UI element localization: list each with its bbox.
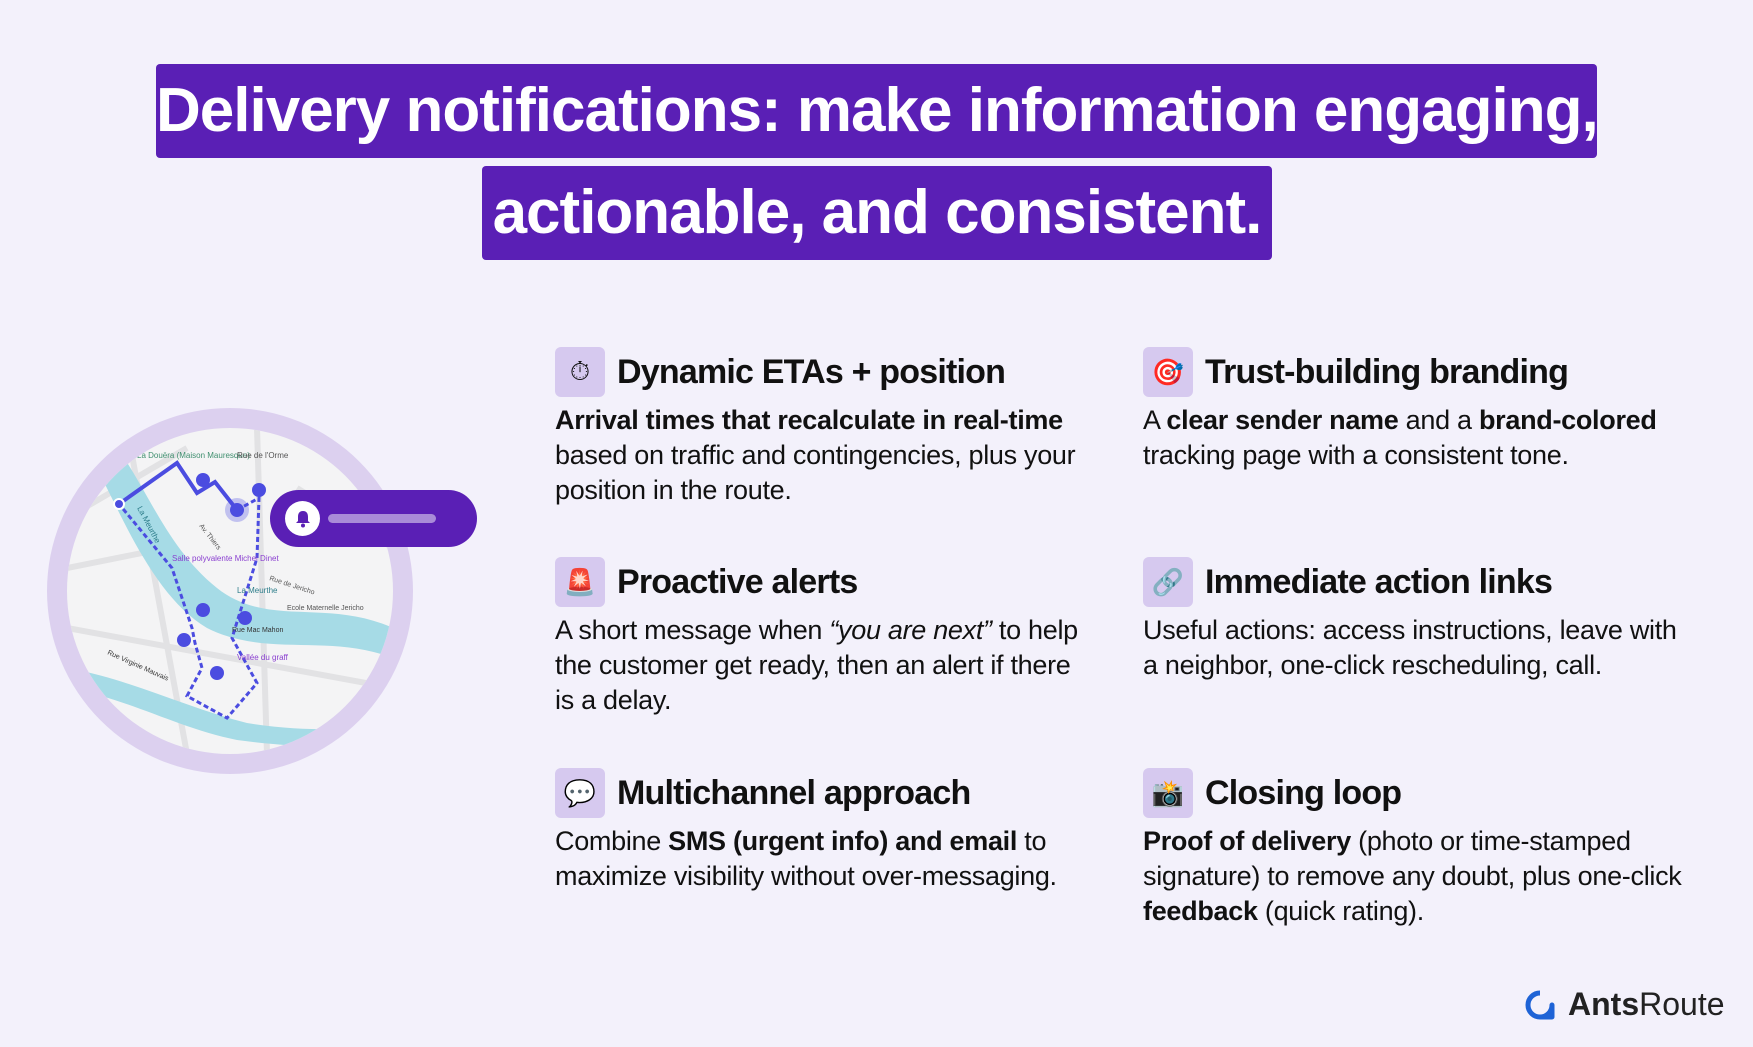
map-label: La Douëra (Maison Mauresque) <box>137 451 250 460</box>
map-label: Ecole Maternelle Jericho <box>287 605 364 612</box>
route-completed <box>117 460 239 512</box>
feature-title: Multichannel approach <box>617 773 971 812</box>
feature-card: 📸 Closing loop Proof of delivery (photo … <box>1143 768 1683 929</box>
siren-icon: 🚨 <box>555 557 605 607</box>
feature-title: Dynamic ETAs + position <box>617 352 1006 391</box>
feature-card: 🚨 Proactive alerts A short message when … <box>555 557 1095 718</box>
bold-text: clear sender name <box>1166 405 1399 435</box>
bold-text: feedback <box>1143 896 1258 926</box>
page-title-line-2: actionable, and consistent. <box>482 166 1272 260</box>
feature-card: 🔗 Immediate action links Useful actions:… <box>1143 557 1683 683</box>
feature-description: Useful actions: access instructions, lea… <box>1143 613 1683 683</box>
logo-text-regular: Route <box>1639 986 1725 1022</box>
feature-title: Trust-building branding <box>1205 352 1569 391</box>
feature-card: ⏱ Dynamic ETAs + position Arrival times … <box>555 347 1095 508</box>
feature-header: 📸 Closing loop <box>1143 768 1683 818</box>
map-label: La Meurthe <box>237 586 278 595</box>
text-segment: based on traffic and contingencies, plus… <box>555 440 1076 505</box>
bold-text: SMS (urgent info) and email <box>668 826 1018 856</box>
text-segment: (quick rating). <box>1257 896 1424 926</box>
link-icon: 🔗 <box>1143 557 1193 607</box>
map-label: Rue de l'Orme <box>237 451 289 460</box>
speech-bubble-icon: 💬 <box>555 768 605 818</box>
feature-description: Proof of delivery (photo or time-stamped… <box>1143 824 1683 929</box>
feature-description: A clear sender name and a brand-colored … <box>1143 403 1683 473</box>
text-segment: to maximize visibility without over-mess… <box>555 826 1057 891</box>
text-segment: and a <box>1398 405 1479 435</box>
bell-icon <box>285 501 320 536</box>
text-segment: A <box>1143 405 1167 435</box>
route-planned <box>117 495 261 720</box>
feature-card: 🎯 Trust-building branding A clear sender… <box>1143 347 1683 473</box>
bold-text: Arrival times that recalculate in real-t… <box>555 405 1063 435</box>
notification-placeholder-bar <box>328 514 436 523</box>
text-segment: (photo or time-stamped signature) to rem… <box>1143 826 1682 891</box>
text-segment: Useful actions: access instructions, lea… <box>1143 615 1677 680</box>
text-segment: A short message when <box>555 615 830 645</box>
feature-description: A short message when “you are next” to h… <box>555 613 1095 718</box>
feature-header: 💬 Multichannel approach <box>555 768 1095 818</box>
feature-header: 🚨 Proactive alerts <box>555 557 1095 607</box>
bold-text: Proof of delivery <box>1143 826 1351 856</box>
antsroute-logo-icon <box>1525 990 1555 1019</box>
target-icon: 🎯 <box>1143 347 1193 397</box>
feature-title: Immediate action links <box>1205 562 1553 601</box>
feature-header: 🔗 Immediate action links <box>1143 557 1683 607</box>
map-label: Av. Thiers <box>197 523 222 552</box>
text-segment: “you are next” <box>829 615 992 645</box>
feature-title: Closing loop <box>1205 773 1402 812</box>
map-svg: La Douëra (Maison Mauresque) Rue de l'Or… <box>67 428 393 754</box>
notification-pill <box>270 490 477 547</box>
map-label: Rue Mac Mahon <box>232 627 283 634</box>
text-segment: to help the customer get ready, then an … <box>555 615 1078 715</box>
feature-title: Proactive alerts <box>617 562 858 601</box>
current-position-dot <box>230 503 244 517</box>
map-label: Vallée du graff <box>237 653 289 662</box>
route-map-illustration: La Douëra (Maison Mauresque) Rue de l'Or… <box>47 408 413 774</box>
feature-card: 💬 Multichannel approach Combine SMS (urg… <box>555 768 1095 894</box>
stop-pins <box>177 473 266 680</box>
feature-description: Combine SMS (urgent info) and email to m… <box>555 824 1095 894</box>
stopwatch-icon: ⏱ <box>555 347 605 397</box>
bold-text: brand-colored <box>1478 405 1657 435</box>
feature-header: ⏱ Dynamic ETAs + position <box>555 347 1095 397</box>
logo-text-bold: Ants <box>1568 986 1640 1022</box>
map-label: Salle polyvalente Michel Dinet <box>172 554 280 563</box>
text-segment: Combine <box>555 826 669 856</box>
feature-header: 🎯 Trust-building branding <box>1143 347 1683 397</box>
page-title-line-1: Delivery notifications: make information… <box>156 64 1599 158</box>
text-segment: tracking page with a consistent tone. <box>1143 440 1569 470</box>
map-label: Rue Virginie Mauvais <box>106 649 170 682</box>
feature-description: Arrival times that recalculate in real-t… <box>555 403 1095 508</box>
camera-flash-icon: 📸 <box>1143 768 1193 818</box>
